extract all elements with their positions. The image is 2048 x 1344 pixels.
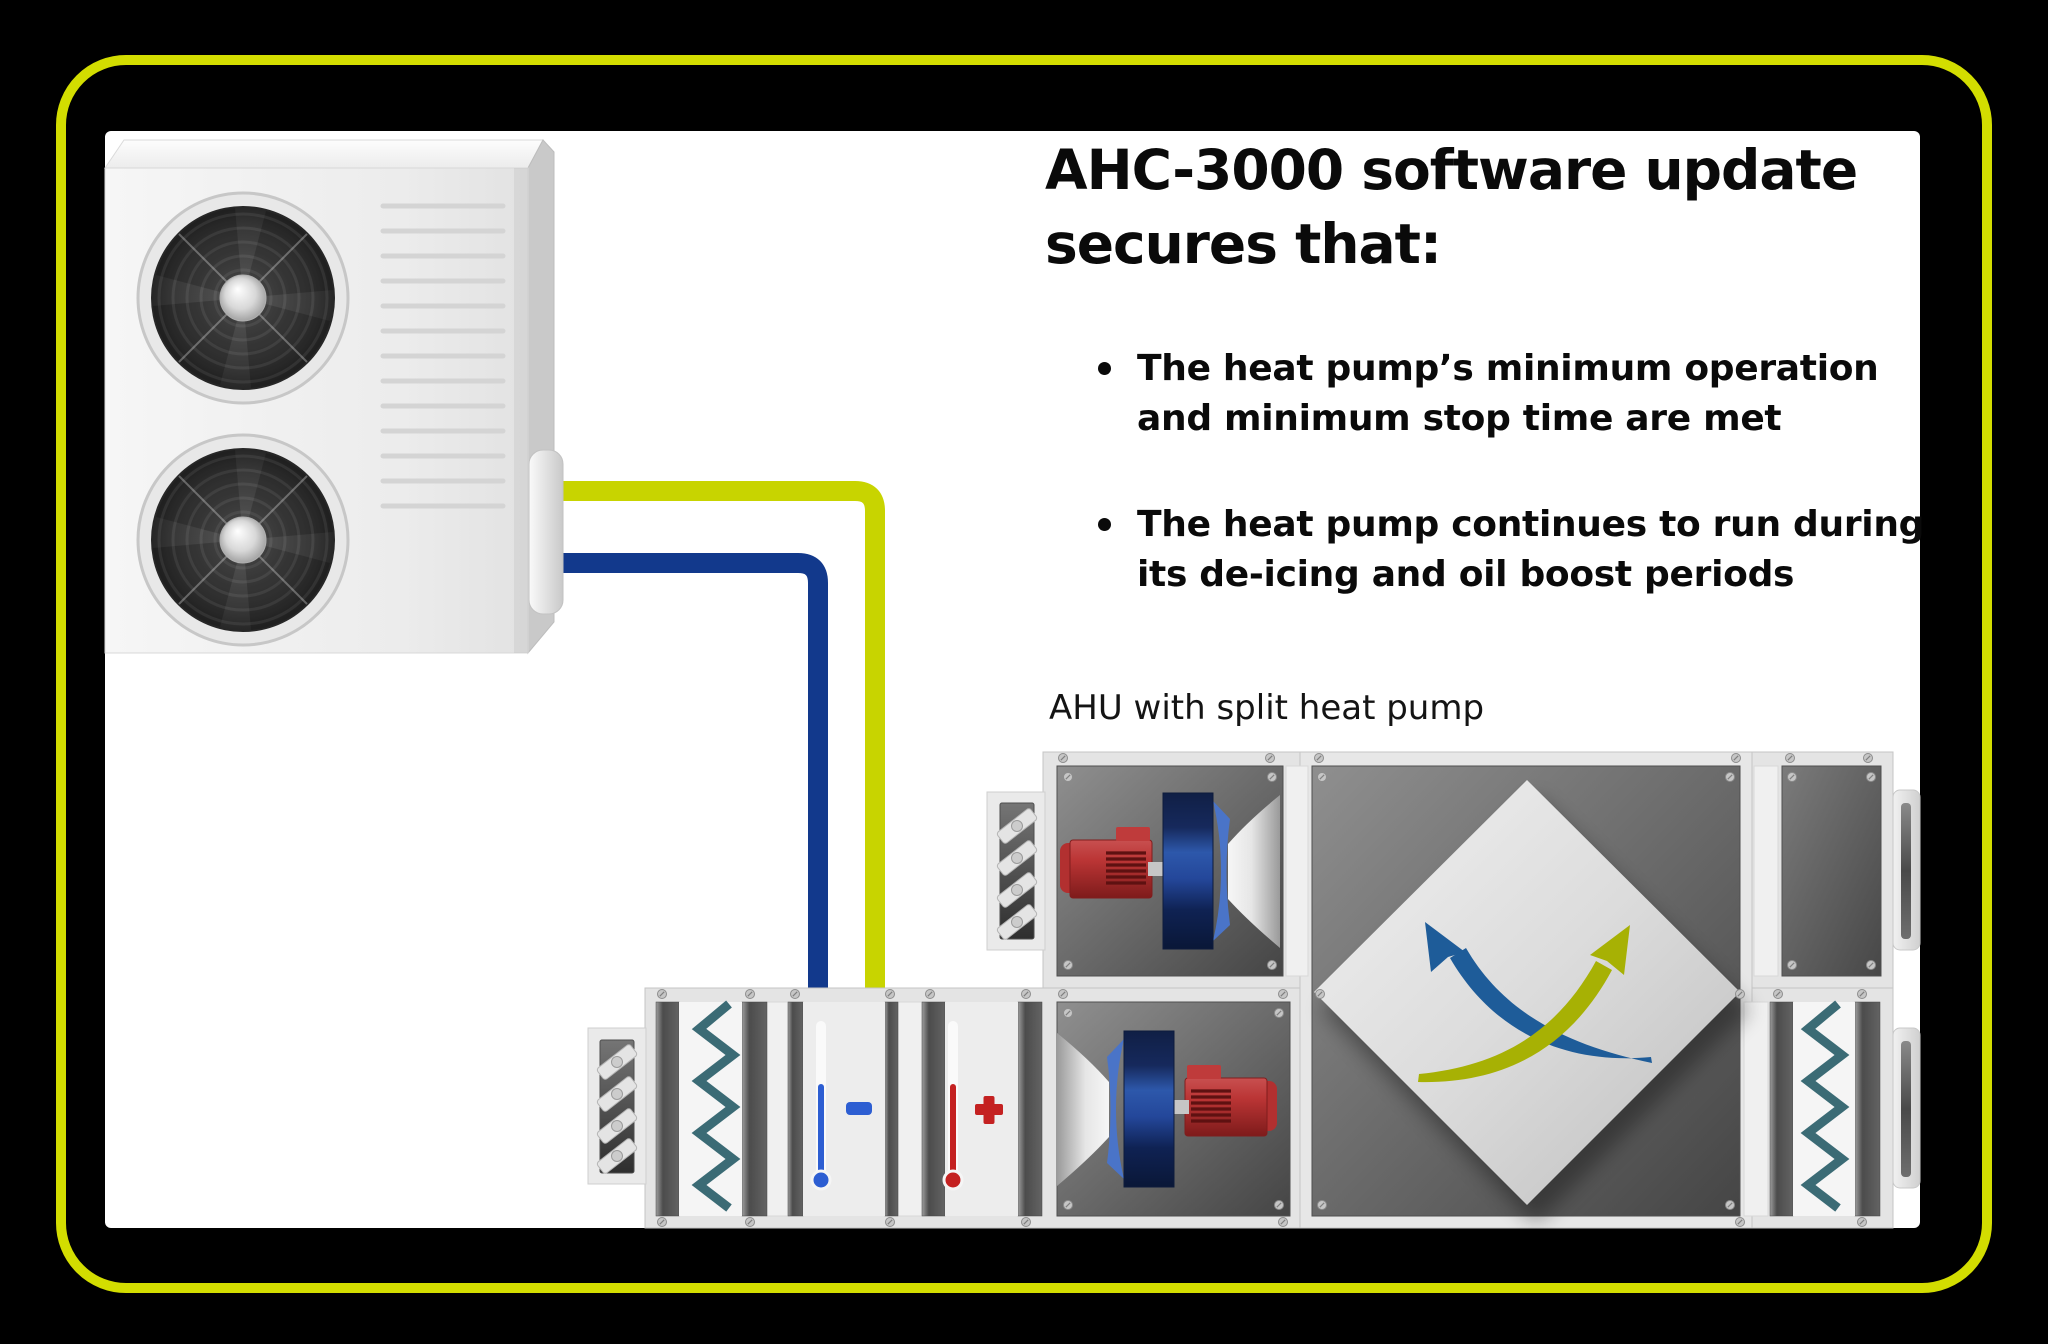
heating-coil-section (942, 1021, 1003, 1191)
pipe-bracket (528, 449, 564, 615)
cooling-coil-section (810, 1021, 872, 1191)
duct-connector (1892, 789, 1921, 951)
minus-icon (846, 1102, 872, 1115)
bullet-dot-icon (1098, 518, 1111, 531)
ahu-unit (587, 751, 1921, 1229)
pipe-supply-yellow (550, 481, 885, 992)
list-item: The heat pump’s minimum operation and mi… (1098, 344, 1928, 444)
bullet-text: The heat pump’s minimum operation and mi… (1137, 348, 1879, 439)
fan-icon (136, 433, 350, 647)
frame-border (56, 55, 1992, 1293)
fan-icon (136, 191, 350, 405)
heat-exchanger-diamond (1314, 780, 1750, 1224)
list-item: The heat pump continues to run during it… (1098, 500, 1928, 600)
ahu-caption: AHU with split heat pump (1049, 688, 1485, 728)
bullet-text: The heat pump continues to run during it… (1137, 504, 1925, 595)
pipe-return-blue (550, 553, 828, 992)
vent-slats (380, 203, 506, 509)
refrigerant-pipes (550, 481, 885, 992)
empty-chamber (1781, 765, 1882, 977)
duct-connector (1892, 1027, 1921, 1189)
intake-vent-icon (986, 791, 1046, 951)
bullet-dot-icon (1098, 362, 1111, 375)
plus-icon (975, 1096, 1003, 1124)
bullet-list: The heat pump’s minimum operation and mi… (1098, 344, 1928, 656)
title-line: AHC-3000 software update (1045, 138, 1858, 202)
intake-vent-icon (587, 1027, 647, 1185)
title-line: secures that: (1045, 212, 1442, 276)
curved-arrow-green-icon (1418, 925, 1630, 1083)
page-title: AHC-3000 software update secures that: (1045, 133, 1945, 281)
outdoor-heat-pump-unit (104, 139, 564, 655)
